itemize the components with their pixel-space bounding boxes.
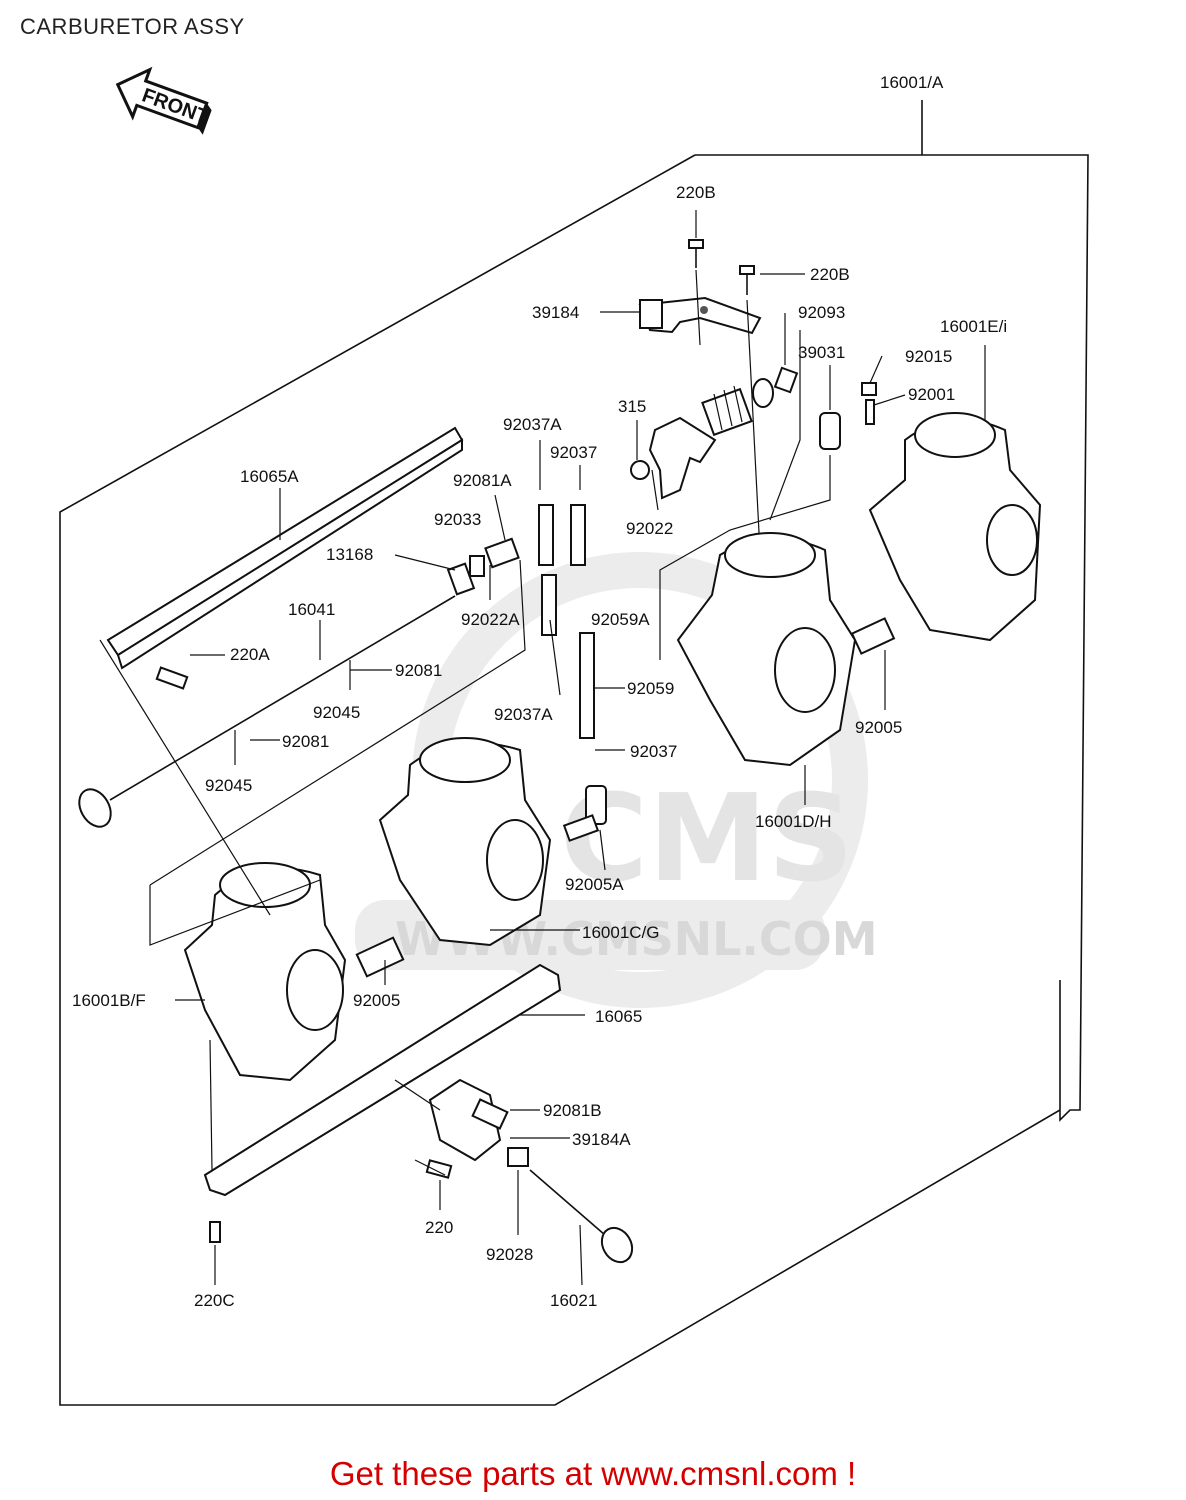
leader-lines (99, 210, 986, 1286)
label-92005-left: 92005 (353, 991, 400, 1010)
label-92001: 92001 (908, 385, 955, 404)
label-92037-top: 92037 (550, 443, 597, 462)
label-39031: 39031 (798, 343, 845, 362)
assembly-outline (59, 154, 1089, 1406)
label-92028: 92028 (486, 1245, 533, 1264)
label-92045-upper: 92045 (313, 703, 360, 722)
carburetor-16001d (676, 532, 857, 767)
label-220a: 220A (230, 645, 270, 664)
label-13168: 13168 (326, 545, 373, 564)
label-220b-top: 220B (676, 183, 716, 202)
label-92093: 92093 (798, 303, 845, 322)
page-title: CARBURETOR ASSY (20, 14, 245, 39)
label-92037a-top: 92037A (503, 415, 562, 434)
carburetor-16001b (183, 862, 347, 1082)
screw-220b-a (688, 239, 704, 268)
screw-220a (155, 666, 189, 690)
label-92005a: 92005A (565, 875, 624, 894)
label-92081a: 92081A (453, 471, 512, 490)
plate-16065a (106, 426, 464, 670)
pipe-92059-left (541, 574, 557, 636)
carburetor-16001e (868, 412, 1042, 642)
label-92081-lower: 92081 (282, 732, 329, 751)
label-16065: 16065 (595, 1007, 642, 1026)
label-220b-right: 220B (810, 265, 850, 284)
label-39184: 39184 (532, 303, 579, 322)
label-92022a: 92022A (461, 610, 520, 629)
part-labels: 16001/A 220B 220B 39184 92093 16001E/i 3… (72, 73, 1007, 1310)
plate-16065 (203, 963, 562, 1197)
label-92045-lower: 92045 (205, 776, 252, 795)
screw-92001 (865, 399, 875, 425)
front-direction-arrow: FRONT (115, 66, 212, 135)
label-220: 220 (425, 1218, 453, 1237)
pipe-92059a-lower (570, 504, 586, 566)
footer-promo-link[interactable]: Get these parts at www.cmsnl.com ! (329, 1455, 857, 1492)
label-315: 315 (618, 397, 646, 416)
nut-92015 (861, 382, 877, 396)
label-16001d-h: 16001D/H (755, 812, 832, 831)
label-92081b: 92081B (543, 1101, 602, 1120)
bracket-39184 (638, 296, 762, 335)
label-92015: 92015 (905, 347, 952, 366)
label-92037a-lower: 92037A (494, 705, 553, 724)
label-92059: 92059 (627, 679, 674, 698)
spring-92093 (701, 366, 799, 437)
spring-92033 (469, 555, 485, 577)
label-16041: 16041 (288, 600, 335, 619)
label-92022: 92022 (626, 519, 673, 538)
label-16001-a: 16001/A (880, 73, 944, 92)
adjuster-screw-16021 (529, 1169, 634, 1264)
label-16001e-i: 16001E/i (940, 317, 1007, 336)
bracket-39184a (428, 1078, 509, 1162)
label-92005-right: 92005 (855, 718, 902, 737)
pipe-92005-right (850, 617, 896, 655)
carburetor-exploded-diagram: CMS WWW.CMSNL.COM FRONT (59, 66, 1089, 1406)
screw-220c (209, 1221, 221, 1243)
nut-92028 (507, 1147, 529, 1167)
lever-315 (630, 416, 717, 500)
screw-220 (425, 1159, 453, 1179)
label-16065a: 16065A (240, 467, 299, 486)
label-16021: 16021 (550, 1291, 597, 1310)
pipe-92059a-upper (538, 504, 554, 566)
carburetor-16001c (378, 737, 552, 947)
label-92033: 92033 (434, 510, 481, 529)
label-39184a: 39184A (572, 1130, 631, 1149)
screw-220b-b (739, 265, 755, 295)
fuel-tee-92005a (562, 785, 607, 842)
label-92081-upper: 92081 (395, 661, 442, 680)
label-16001c-g: 16001C/G (582, 923, 660, 942)
spring-92081a (484, 537, 520, 569)
shaft-16041 (78, 595, 456, 828)
label-220c: 220C (194, 1291, 235, 1310)
spacer-39031 (819, 412, 841, 450)
label-92059a: 92059A (591, 610, 650, 629)
label-16001b-f: 16001B/F (72, 991, 146, 1010)
pipe-92059-right (579, 632, 595, 739)
label-92037-lower: 92037 (630, 742, 677, 761)
